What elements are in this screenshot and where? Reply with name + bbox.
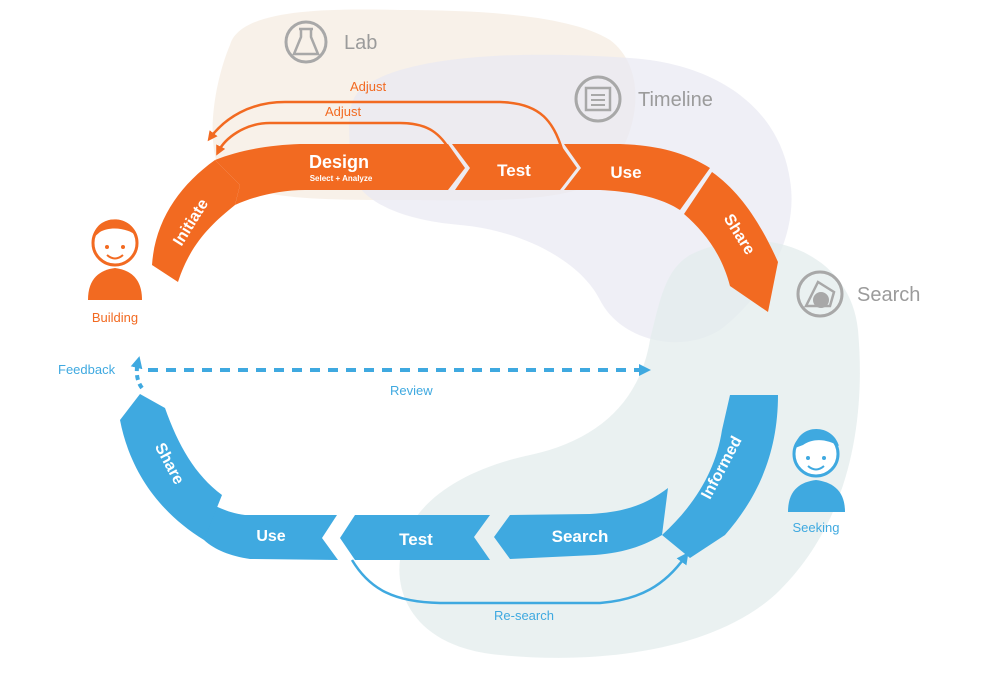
segment-search [494,488,668,559]
research-arrow [350,552,689,605]
search-icon [796,270,844,318]
lab-icon [284,20,328,64]
seeking-test-label: Test [399,530,433,549]
adjust-inner-arrow [216,121,452,156]
review-label: Review [390,383,433,398]
segment-seek-share [120,394,222,540]
segment-share [684,172,778,312]
adjust-outer-label: Adjust [350,79,387,94]
timeline-icon [574,75,622,123]
segment-initiate [152,160,240,282]
building-test-label: Test [497,161,531,180]
adjust-outer-arrow [207,100,567,161]
segment-use [564,144,710,210]
lab-label: Lab [344,32,377,54]
search-label: Search [857,284,920,306]
building-use-label: Use [610,163,641,182]
research-label: Re-search [494,608,554,623]
timeline-label: Timeline [638,89,713,111]
segment-seek-use [204,500,338,560]
adjust-inner-label: Adjust [325,104,362,119]
design-sub-label: Select + Analyze [310,174,373,183]
building-person-icon [88,219,142,300]
seeking-use-label: Use [256,528,285,545]
seeking-person-icon [788,428,845,512]
segment-informed [662,395,778,558]
feedback-label: Feedback [58,362,116,377]
feedback-arrow [130,356,144,390]
segment-design [215,144,465,205]
seeking-label: Seeking [793,520,840,535]
design-label: Design [309,152,369,172]
segment-seek-test [340,515,490,560]
building-label: Building [92,310,138,325]
seeking-search-label: Search [552,527,609,546]
segment-test [452,144,577,190]
